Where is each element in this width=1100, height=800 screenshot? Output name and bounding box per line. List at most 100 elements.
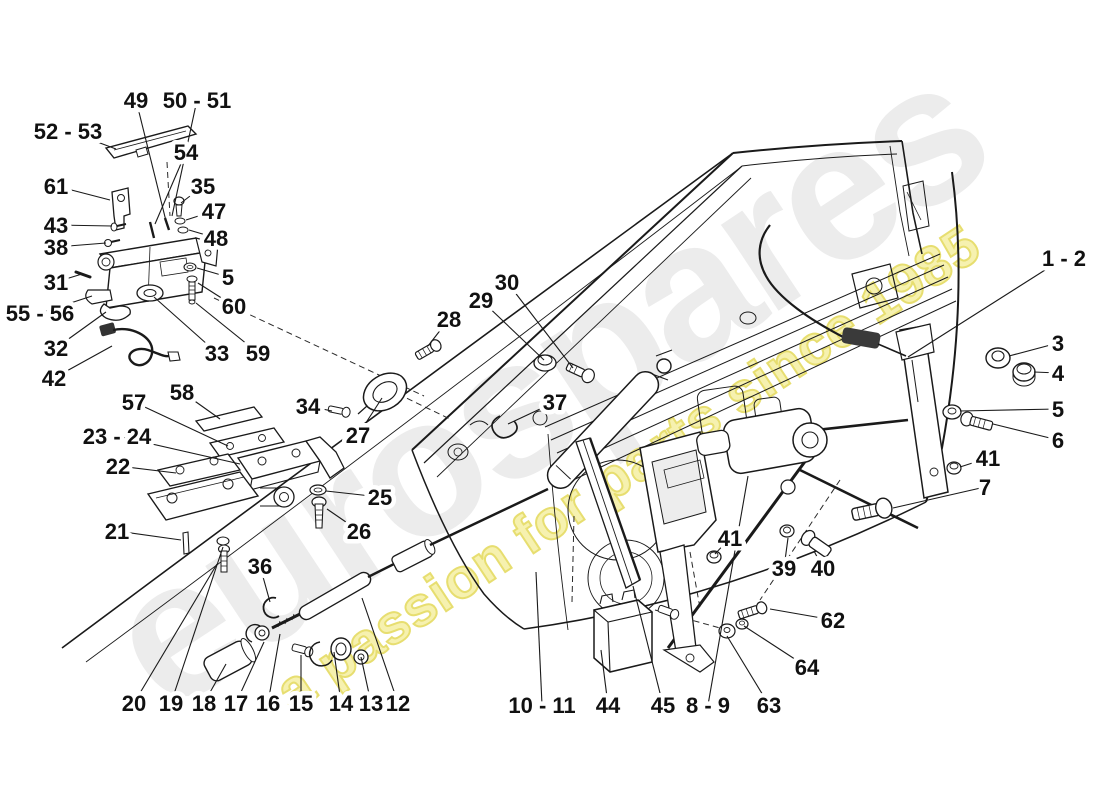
callout-label-34-18: 18 (192, 691, 216, 716)
callout-label-57-7: 7 (979, 475, 991, 500)
callout-label-21-22: 22 (106, 454, 130, 479)
callout-leader-49-40 (813, 550, 824, 569)
callout-leader-41-10-11 (535, 571, 543, 706)
callout-leader-6-43 (55, 224, 113, 227)
callout-leader-13-55-56 (39, 295, 93, 314)
callout-leader-56-41 (959, 457, 989, 468)
callout-leader-23-27 (357, 397, 383, 436)
callout-leader-2-52-53 (67, 130, 117, 150)
callout-label-52-3: 3 (1052, 331, 1064, 356)
callout-label-33-19: 19 (159, 691, 183, 716)
callout-label-22-34: 34 (296, 394, 321, 419)
callout-leader-28-28 (427, 318, 450, 347)
callout-leader-44-8-9 (707, 475, 749, 706)
callout-label-30-30: 30 (495, 270, 519, 295)
callout-label-39-13: 13 (359, 691, 383, 716)
callout-label-14-32: 32 (44, 336, 68, 361)
callout-leader-45-63 (726, 635, 770, 706)
callout-leader-19-57 (133, 401, 229, 447)
callout-label-29-29: 29 (469, 288, 493, 313)
callout-leader-55-6 (992, 423, 1059, 441)
callout-label-0-49: 49 (124, 88, 148, 113)
callout-label-23-27: 27 (346, 423, 370, 448)
control-module (592, 589, 680, 673)
callout-leader-52-3 (1008, 342, 1059, 357)
callout-label-48-39: 39 (772, 556, 796, 581)
callout-label-10-31: 31 (44, 270, 68, 295)
callout-leader-57-7 (892, 486, 986, 509)
callout-leader-51-1-2 (907, 257, 1065, 358)
callout-leader-32-20 (133, 563, 218, 704)
hinge-assembly (146, 405, 351, 619)
callout-label-38-14: 14 (329, 691, 354, 716)
callout-leader-4-61 (55, 185, 111, 201)
door-check-rod (203, 349, 673, 682)
callout-label-35-17: 17 (224, 691, 248, 716)
callout-leader-8-38 (55, 242, 107, 248)
callout-leader-22-34 (307, 405, 333, 412)
callout-leader-47-62 (769, 608, 834, 621)
callout-label-7-47: 47 (202, 199, 226, 224)
callout-leader-16-59 (195, 302, 259, 354)
callout-label-18-58: 58 (170, 380, 194, 405)
callout-label-2-52-53: 52 - 53 (34, 119, 103, 144)
callout-label-9-48: 48 (204, 226, 228, 251)
callout-leader-17-42 (53, 345, 113, 379)
callout-leader-9-48 (188, 229, 217, 239)
callout-label-36-16: 16 (256, 691, 280, 716)
callout-leader-39-13 (360, 656, 372, 704)
callout-label-41-10-11: 10 - 11 (508, 693, 575, 718)
callout-label-26-21: 21 (105, 519, 129, 544)
lock-cable (99, 322, 181, 367)
callout-label-24-25: 25 (368, 485, 392, 510)
fasteners (706, 347, 1036, 639)
callout-leader-18-58 (181, 391, 221, 420)
callout-leader-24-25 (325, 490, 381, 498)
callout-label-37-15: 15 (289, 691, 313, 716)
callout-leader-12-60 (197, 282, 235, 307)
callout-leader-36-16 (267, 633, 281, 704)
callout-leader-46-64 (743, 625, 808, 668)
callout-label-19-57: 57 (122, 390, 146, 415)
callout-label-53-4: 4 (1052, 361, 1065, 386)
callout-label-8-38: 38 (44, 235, 68, 260)
callout-leader-40-12 (361, 597, 399, 704)
callout-leader-30-30 (506, 281, 574, 369)
callout-label-50-41: 41 (718, 526, 742, 551)
callout-label-15-33: 33 (205, 341, 229, 366)
callout-leader-5-35 (180, 185, 204, 204)
callout-label-45-63: 63 (757, 693, 781, 718)
callout-label-55-6: 6 (1052, 428, 1064, 453)
callout-label-5-35: 35 (191, 174, 215, 199)
callout-label-16-59: 59 (246, 341, 270, 366)
window-guide-rail (575, 437, 642, 589)
callout-leader-34-18 (203, 663, 227, 704)
callout-leader-54-5 (959, 408, 1059, 412)
callout-label-47-62: 62 (821, 608, 845, 633)
callout-leader-21-22 (117, 465, 177, 474)
callout-leader-26-21 (116, 530, 182, 541)
callout-label-11-5: 5 (222, 265, 234, 290)
callout-label-27-36: 36 (248, 554, 272, 579)
callout-label-54-5: 5 (1052, 397, 1064, 422)
callout-leader-29-29 (480, 299, 545, 361)
callout-leader-25-26 (326, 508, 360, 532)
callout-leader-1-50-51 (171, 99, 198, 217)
callout-leader-10-31 (55, 273, 83, 283)
callout-leader-31-37 (507, 401, 556, 425)
callout-leader-0-49 (135, 99, 167, 222)
callout-label-46-64: 64 (795, 655, 820, 680)
callout-label-28-28: 28 (437, 307, 461, 332)
callout-label-1-50-51: 50 - 51 (163, 88, 232, 113)
callout-leader-15-33 (153, 296, 218, 354)
callout-label-20-23-24: 23 - 24 (83, 424, 152, 449)
callout-label-25-26: 26 (347, 519, 371, 544)
misc-front-parts (357, 339, 595, 439)
callout-label-17-42: 42 (42, 366, 66, 391)
callout-label-44-8-9: 8 - 9 (686, 693, 730, 718)
callout-label-42-44: 44 (596, 693, 621, 718)
callout-label-31-37: 37 (543, 390, 567, 415)
callout-leader-3-54 (154, 151, 187, 225)
